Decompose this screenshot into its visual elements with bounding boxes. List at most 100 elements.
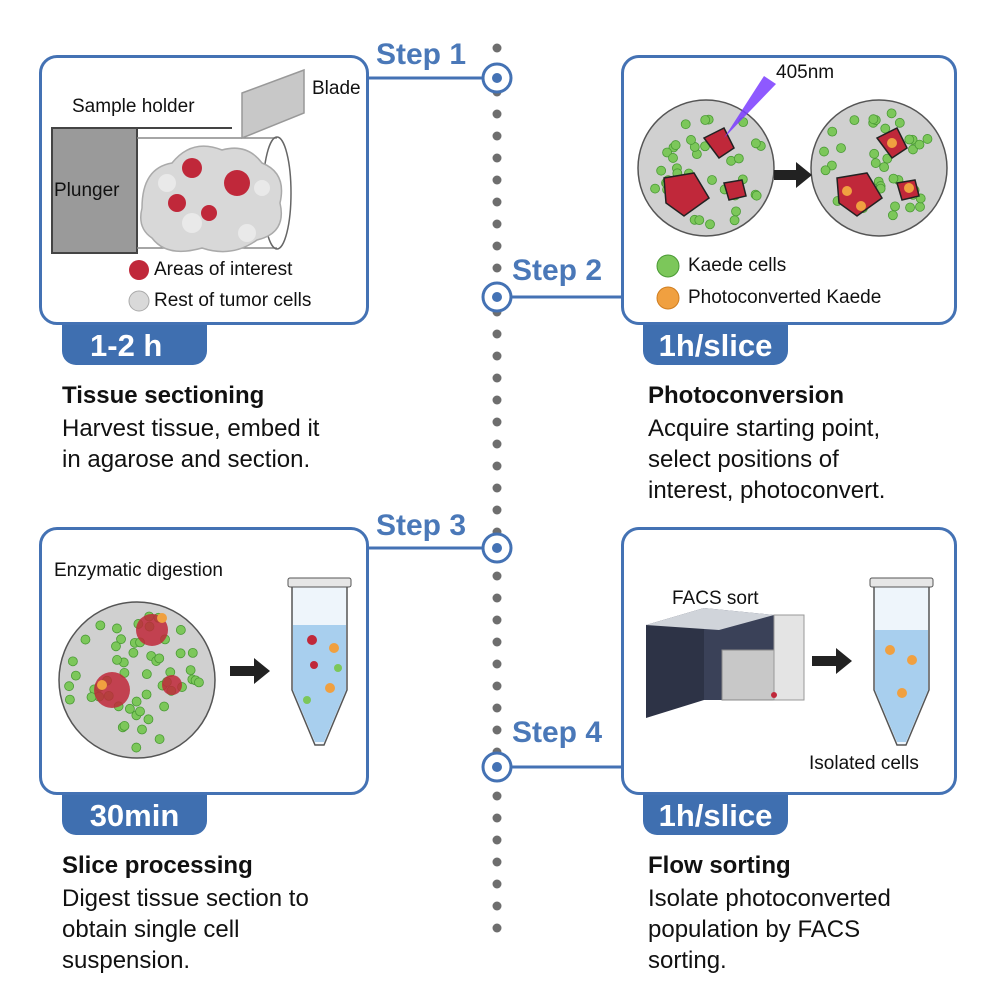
kaede-cell <box>827 126 838 137</box>
kaede-cell <box>700 115 711 125</box>
blade-label: Blade <box>312 78 361 99</box>
kaede-cell <box>819 146 829 157</box>
kaede-cell <box>128 647 139 658</box>
kaede-cell <box>185 665 196 676</box>
step1-title: Tissue sectioning <box>62 382 265 409</box>
arrow-right <box>230 658 270 684</box>
kaede-cell <box>729 215 740 226</box>
kaede-cell <box>131 696 142 707</box>
timeline-dot <box>492 923 502 933</box>
kaede-cell <box>112 655 122 665</box>
kaede-cell <box>119 721 130 731</box>
wavelength-label: 405nm <box>776 62 835 83</box>
legend-photo-dot <box>656 286 680 310</box>
timeline-dot <box>492 131 502 141</box>
timeline-dot <box>492 483 502 493</box>
kaede-cell <box>187 648 198 658</box>
sectioning-illustration <box>51 68 305 312</box>
timeline-dot <box>492 373 502 383</box>
kaede-cell <box>116 634 126 645</box>
kaede-cell <box>905 202 915 213</box>
timeline-dot <box>492 109 502 119</box>
step4-desc: Isolate photoconverted population by FAC… <box>648 885 891 974</box>
timeline-dot <box>492 175 502 185</box>
kaede-cell <box>670 140 681 150</box>
facs-illustration <box>646 577 934 746</box>
kaede-cell <box>731 206 741 217</box>
kaede-cell <box>894 117 905 128</box>
plunger-label: Plunger <box>54 180 120 201</box>
step3-desc: Digest tissue section to obtain single c… <box>62 885 309 974</box>
sample-holder-label: Sample holder <box>72 96 195 117</box>
kaede-cell <box>143 714 154 725</box>
kaede-cell <box>175 625 186 635</box>
kaede-cell <box>131 742 142 753</box>
timeline-dot <box>492 615 502 625</box>
legend-rest-dot <box>128 290 150 312</box>
step1-time-badge: 1-2 h <box>62 325 207 365</box>
step4-time-badge: 1h/slice <box>643 795 788 835</box>
kaede-cell <box>908 144 918 155</box>
timeline-dot <box>492 439 502 449</box>
step2-desc: Acquire starting point, select positions… <box>648 415 886 504</box>
kaede-cell <box>124 703 135 714</box>
blade-shape <box>241 68 305 140</box>
legend-interest-dot <box>129 260 149 280</box>
panel-slice-processing: Enzymatic digestion <box>39 527 369 795</box>
step4-label: Step 4 <box>512 716 603 749</box>
kaede-cell <box>888 173 899 184</box>
kaede-cell <box>154 653 165 664</box>
kaede-cell <box>694 215 705 226</box>
kaede-cell <box>112 623 122 634</box>
step1-desc: Harvest tissue, embed it in agarose and … <box>62 415 320 473</box>
kaede-cell <box>650 183 660 194</box>
kaede-cell <box>656 165 667 176</box>
kaede-cell <box>849 115 860 126</box>
step2-title: Photoconversion <box>648 382 845 409</box>
kaede-cell <box>868 114 879 125</box>
timeline-dots <box>492 43 502 933</box>
kaede-cell <box>154 734 165 744</box>
kaede-cell <box>869 148 880 159</box>
kaede-cell <box>879 162 890 173</box>
kaede-cell <box>750 138 761 149</box>
timeline-dot <box>492 637 502 647</box>
kaede-cell <box>137 724 147 735</box>
timeline-dot <box>492 659 502 669</box>
interest-area <box>182 158 202 178</box>
timeline-dot <box>492 703 502 713</box>
kaede-cell <box>175 648 186 659</box>
timeline-dot <box>492 593 502 603</box>
legend-kaede-dot <box>656 254 680 278</box>
kaede-cell <box>820 165 831 176</box>
kaede-cell <box>887 210 898 221</box>
panel-tissue-sectioning: Sample holder Blade Plunger Areas of int… <box>39 55 369 325</box>
kaede-cell <box>915 201 925 212</box>
step3-title: Slice processing <box>62 852 253 879</box>
step2-label: Step 2 <box>512 254 603 287</box>
step3-time-badge: 30min <box>62 795 207 835</box>
timeline-dot <box>492 153 502 163</box>
facs-machine <box>646 608 704 718</box>
kaede-cell <box>705 219 715 230</box>
kaede-cell <box>64 681 74 692</box>
kaede-cell <box>95 620 106 631</box>
kaede-cell <box>64 694 75 705</box>
kaede-cell <box>141 669 152 680</box>
arrow-right <box>774 162 812 188</box>
photoconversion-illustration <box>637 76 948 310</box>
timeline-dot <box>492 417 502 427</box>
panel-photoconversion: 405nm Kaede cells Photoconverted Kaede <box>621 55 957 325</box>
plunger-block <box>51 127 138 254</box>
timeline-dot <box>492 901 502 911</box>
timeline-dot <box>492 725 502 735</box>
legend-photo-label: Photoconverted Kaede <box>688 287 882 308</box>
step3-label: Step 3 <box>376 509 467 542</box>
kaede-cell <box>914 139 925 150</box>
timeline-dot <box>492 835 502 845</box>
timeline-dot <box>492 681 502 691</box>
kaede-cell <box>111 641 121 652</box>
timeline-dot <box>492 571 502 581</box>
digestion-label: Enzymatic digestion <box>54 560 223 581</box>
